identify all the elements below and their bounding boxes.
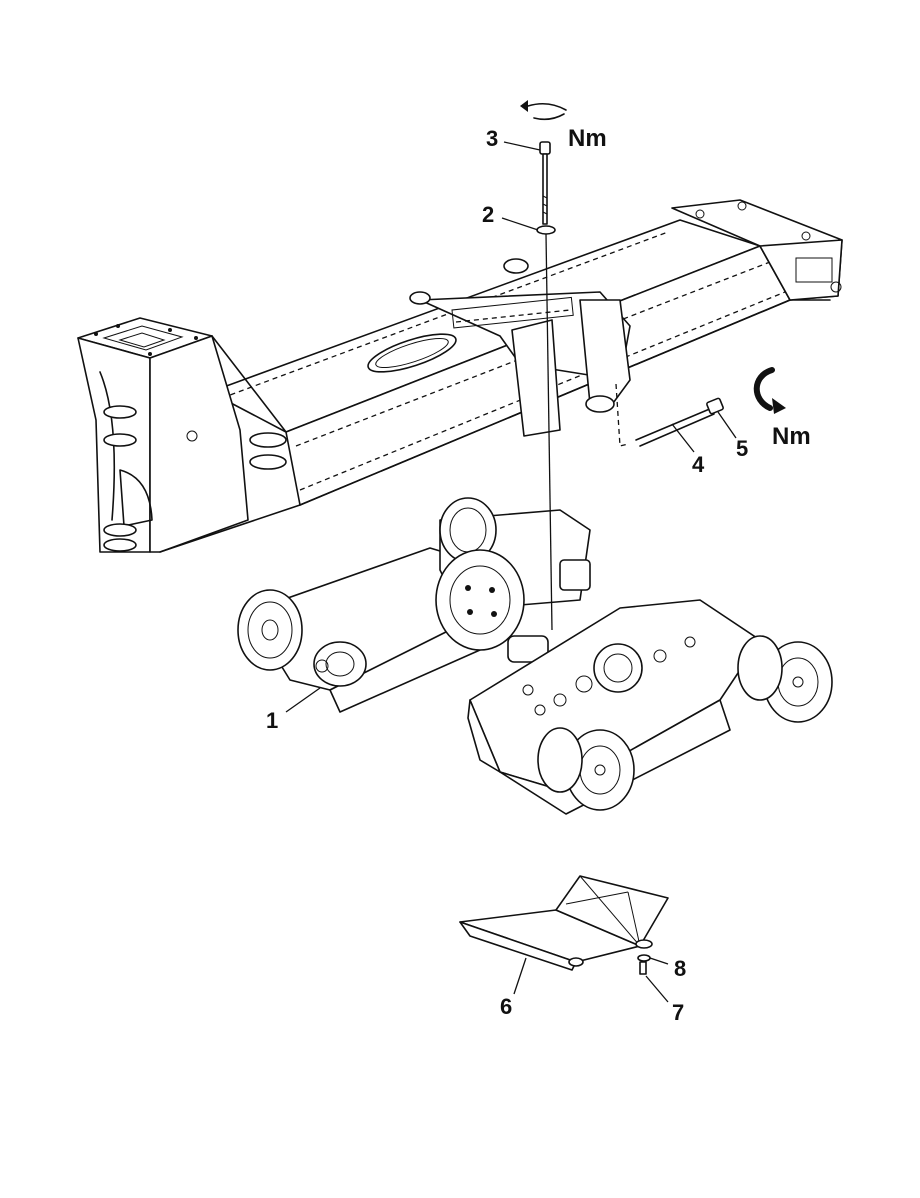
guard-plate-6 <box>459 875 669 995</box>
label-torque-unit-top: Nm <box>568 125 607 152</box>
label-part-5: 5 <box>736 436 748 461</box>
label-part-3: 3 <box>486 126 498 151</box>
label-part-2: 2 <box>482 202 494 227</box>
chassis-frame <box>77 199 843 553</box>
centre-line <box>545 233 553 631</box>
bogie-axle-assembly <box>237 497 833 815</box>
label-part-8: 8 <box>674 956 686 981</box>
nut-5 <box>706 397 737 439</box>
bolt-4 <box>635 407 715 453</box>
label-torque-unit-right: Nm <box>772 423 811 450</box>
tighten-arrow-icon <box>520 100 567 121</box>
label-part-7: 7 <box>672 1000 684 1025</box>
screw-7 <box>639 961 669 1003</box>
label-part-1: 1 <box>266 708 278 733</box>
label-part-4: 4 <box>692 452 705 477</box>
rotate-arrow-icon <box>753 367 786 414</box>
washer-8 <box>637 954 669 965</box>
label-part-6: 6 <box>500 994 512 1019</box>
bolt-3 <box>503 141 551 225</box>
